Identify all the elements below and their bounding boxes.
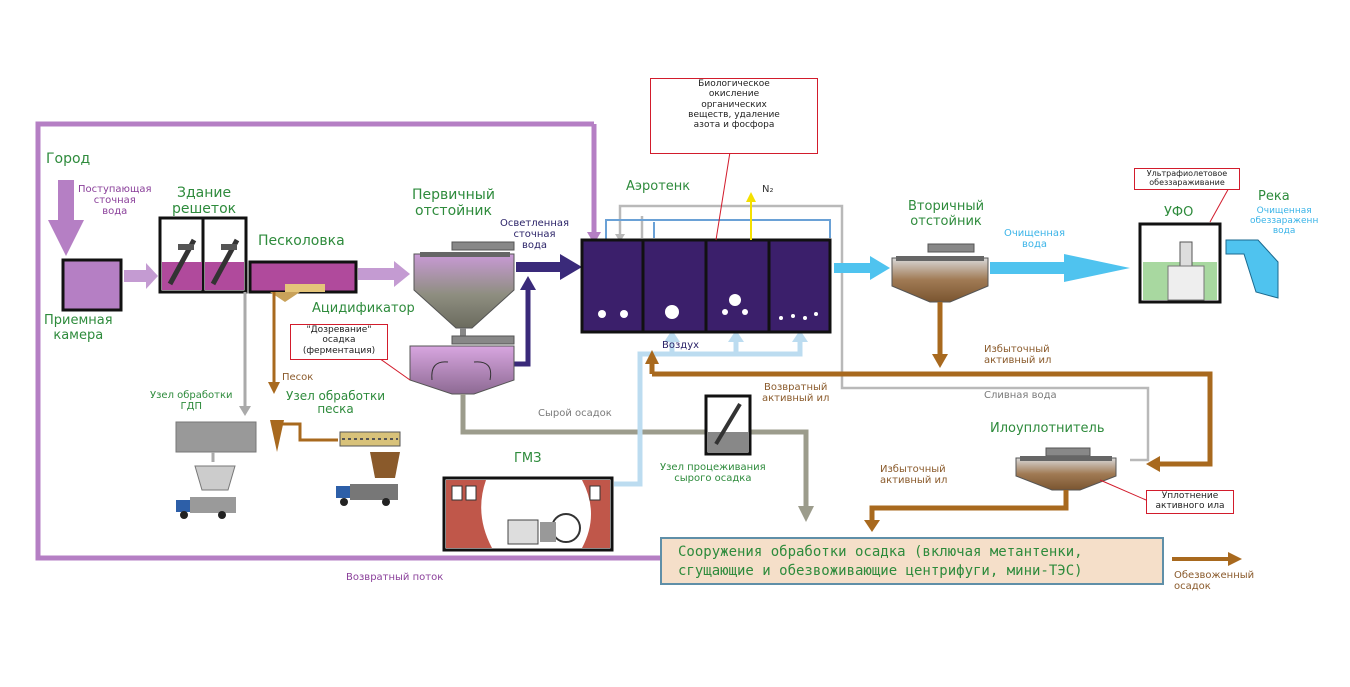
sand-label: Песок: [282, 372, 314, 383]
sand-trap-label: Песколовка: [258, 233, 345, 249]
flow-arrow-sand-primary: [358, 261, 410, 287]
gdp-unit-box: [175, 421, 257, 453]
river-label: Река: [1258, 189, 1290, 204]
raw-sludge-arrowhead: [798, 506, 814, 522]
maturation-note-pointer: [375, 355, 411, 381]
raw-sludge-label: Сырой осадок: [538, 408, 612, 419]
sand-line: [268, 292, 280, 394]
air-arrowhead-2: [728, 330, 744, 342]
n2-arrow: [746, 192, 756, 240]
excess-sludge-label-1: Избыточный активный ил: [984, 344, 1052, 367]
drain-water-label: Сливная вода: [984, 390, 1057, 401]
incoming-water-label: Поступающая сточная вода: [78, 184, 152, 218]
acidifier-label: Ацидификатор: [312, 301, 415, 316]
receiving-chamber: [61, 258, 123, 312]
gmz-building: [442, 476, 614, 552]
excess-sludge-label-2: Избыточный активный ил: [880, 464, 948, 487]
secondary-clarifier-label: Вторичный отстойник: [908, 199, 985, 229]
sand-trap: [248, 260, 358, 302]
air-label: Воздух: [662, 340, 700, 351]
thickener-inlet-arrowhead: [1146, 456, 1160, 472]
bio-oxidation-note: Биологическое окисление органических вещ…: [650, 78, 818, 154]
clarified-water-arrow: [516, 254, 582, 280]
primary-clarifier: [413, 241, 515, 329]
flow-arrow-chamber-screens: [124, 263, 158, 289]
return-sludge-label: Возвратный активный ил: [762, 382, 830, 405]
city-label: Город: [46, 151, 91, 167]
purified-water-arrow: [990, 254, 1130, 282]
purified-water-river-label: Очищенная обеззараженн вода: [1250, 206, 1319, 237]
dewatered-sludge-arrow: [1172, 552, 1242, 566]
flow-arrow-aerotank-secondary: [834, 256, 890, 280]
raw-sludge-line: [460, 394, 809, 510]
aerotank-label: Аэротенк: [626, 179, 691, 194]
excess-sludge-line: [652, 302, 1213, 467]
return-flow-line: [35, 121, 660, 561]
air-arrowhead-1: [664, 330, 680, 342]
clarified-water-label: Осветленная сточная вода: [500, 218, 570, 252]
return-sludge-arrowhead: [645, 350, 659, 364]
screenings-line: [239, 292, 251, 416]
bio-note-pointer: [715, 151, 731, 241]
thickening-note-pointer: [1099, 479, 1147, 501]
acidifier: [409, 335, 515, 395]
air-arrowhead-3: [792, 330, 808, 342]
straining-unit-label: Узел процеживания сырого осадка: [660, 462, 766, 485]
gdp-unit-label: Узел обработки ГДП: [150, 390, 233, 413]
truck-gdp: [176, 465, 236, 519]
sludge-treatment-box: Сооружения обработки осадка (включая мет…: [660, 537, 1164, 585]
sand-unit-label: Узел обработки песка: [286, 389, 386, 417]
n2-label: N₂: [762, 184, 774, 195]
acidifier-return-line: [514, 286, 531, 367]
aerotank: [580, 238, 832, 334]
air-lines: [614, 340, 803, 487]
purified-water-label: Очищенная вода: [1004, 228, 1066, 251]
uv-note: Ультрафиолетовое обеззараживание: [1134, 168, 1240, 190]
river-shape: [1225, 239, 1279, 299]
maturation-note: "Дозревание" осадка (ферментация): [290, 324, 388, 360]
receiving-chamber-label: Приемная камера: [44, 313, 113, 343]
thickener: [1015, 447, 1117, 491]
incoming-arrow: [48, 180, 84, 256]
uv-unit: [1138, 222, 1222, 304]
excess-sludge-arrowhead: [932, 354, 948, 368]
return-flow-label: Возвратный поток: [346, 572, 444, 583]
uv-label: УФО: [1164, 205, 1194, 220]
acidifier-return-arrowhead: [520, 276, 536, 290]
primary-clarifier-label: Первичный отстойник: [412, 187, 495, 219]
return-flow-arrowhead: [587, 232, 601, 244]
thickened-sludge-line: [869, 490, 1069, 522]
sand-unit: [270, 420, 401, 506]
thickening-note: Уплотнение активного ила: [1146, 490, 1234, 514]
uv-note-pointer: [1209, 185, 1231, 223]
gmz-label: ГМЗ: [514, 451, 542, 466]
straining-unit: [704, 394, 752, 456]
thickened-sludge-arrowhead: [864, 520, 880, 532]
screen-building-label: Здание решеток: [172, 185, 237, 217]
thickener-label: Илоуплотнитель: [990, 421, 1105, 436]
drain-water-arrowhead: [615, 234, 625, 242]
dewatered-sludge-label: Обезвоженный осадок: [1174, 570, 1255, 593]
return-sludge-blue-line: [605, 219, 831, 240]
secondary-clarifier: [891, 243, 989, 303]
screen-building: [158, 216, 248, 294]
